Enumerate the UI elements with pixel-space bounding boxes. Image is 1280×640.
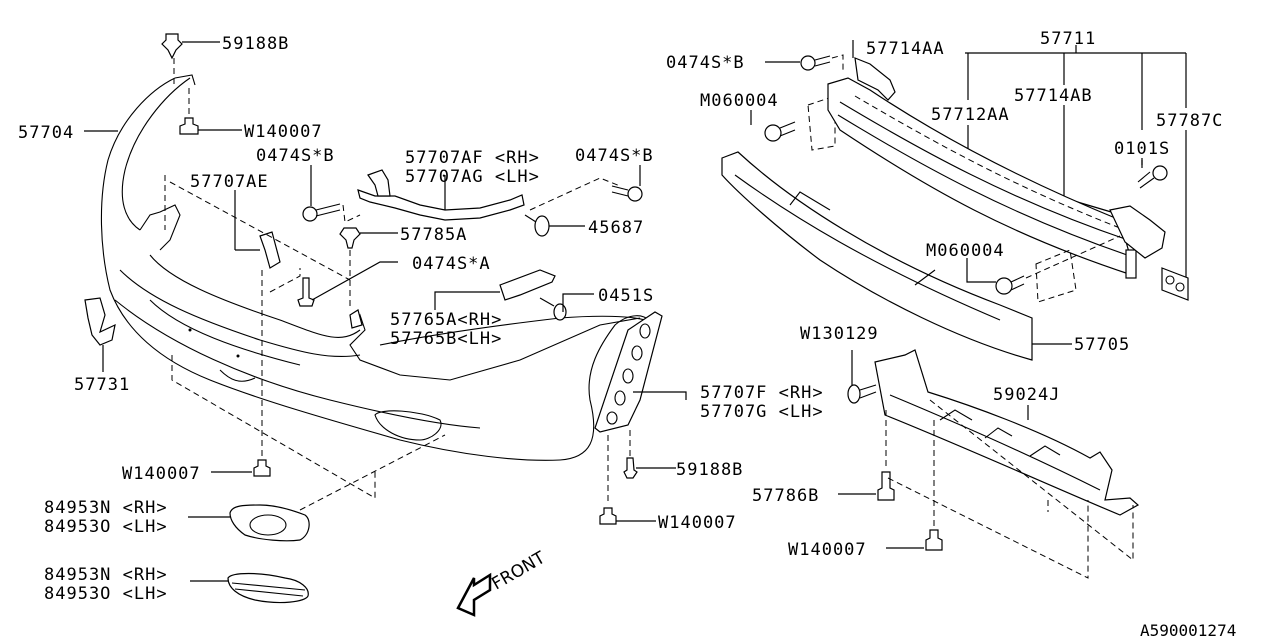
- label-59024J: 59024J: [993, 385, 1060, 405]
- label-M060004: M060004: [700, 91, 779, 111]
- label-W130129: W130129: [800, 324, 879, 344]
- air-deflector-59024J: [874, 349, 1140, 516]
- fog-grille-84953-2: [227, 572, 309, 604]
- label-0474SB: 0474S*B: [666, 53, 745, 73]
- label-W140007: W140007: [122, 464, 201, 484]
- bolt-W140007-right: [925, 529, 943, 551]
- bracket-57707F-G: [594, 311, 663, 433]
- bolt-W140007-mid: [599, 507, 617, 525]
- label-M060004: M060004: [926, 241, 1005, 261]
- bolt-0474SA: [297, 277, 315, 307]
- bolt-M060004-mid: [995, 275, 1025, 295]
- label-59188B: 59188B: [222, 34, 289, 54]
- bolt-M060004-top: [764, 121, 796, 142]
- label-57785A: 57785A: [400, 225, 467, 245]
- bolt-0474SB-mid: [611, 185, 643, 202]
- bolt-0474SB-left: [302, 203, 341, 222]
- label-57707AE: 57707AE: [190, 172, 269, 192]
- screw-0451S: [539, 297, 567, 321]
- label-W140007: W140007: [658, 513, 737, 533]
- clip-45687: [524, 214, 550, 237]
- label-W140007: W140007: [788, 540, 867, 560]
- label-57714AA: 57714AA: [866, 39, 945, 59]
- label-57786B: 57786B: [752, 486, 819, 506]
- label-84953O: 84953O <LH>: [44, 584, 168, 604]
- clip-57785A: [339, 227, 361, 249]
- clip-59188B-top: [161, 33, 183, 60]
- label-0101S: 0101S: [1114, 139, 1170, 159]
- bracket-57707AE: [259, 231, 281, 269]
- bumper-cover-57704: [84, 74, 649, 461]
- fog-bezel-84953-1: [229, 504, 310, 542]
- front-direction-label: FRONT: [489, 548, 550, 595]
- bracket-57714AB: [1109, 205, 1166, 259]
- label-57707AG: 57707AG <LH>: [405, 167, 540, 187]
- label-57711: 57711: [1040, 29, 1096, 49]
- label-57765A: 57765A<RH>: [390, 310, 502, 330]
- label-59188B: 59188B: [676, 460, 743, 480]
- label-57714AB: 57714AB: [1014, 86, 1093, 106]
- diagram-reference-code: A590001274: [1140, 621, 1236, 640]
- label-84953O: 84953O <LH>: [44, 517, 168, 537]
- bolt-0474SB-right: [800, 55, 831, 71]
- reinforcement-beam-57712AA: [827, 77, 1137, 279]
- front-direction-arrow-icon: [456, 572, 492, 617]
- label-0474SA: 0474S*A: [412, 254, 491, 274]
- bolt-0101S: [1137, 165, 1168, 189]
- label-84953N: 84953N <RH>: [44, 565, 168, 585]
- bolt-W130129: [847, 384, 877, 404]
- label-0451S: 0451S: [598, 286, 654, 306]
- bracket-57707AF-AG: [357, 169, 525, 221]
- bracket-57714AA: [854, 57, 896, 101]
- bolt-W140007-left: [253, 459, 271, 477]
- label-0474SB: 0474S*B: [256, 146, 335, 166]
- label-57707G: 57707G <LH>: [700, 402, 824, 422]
- bolt-W140007-top: [179, 117, 199, 135]
- label-84953N: 84953N <RH>: [44, 498, 168, 518]
- label-57707F: 57707F <RH>: [700, 383, 824, 403]
- label-W140007: W140007: [244, 122, 323, 142]
- label-57787C: 57787C: [1156, 111, 1223, 131]
- label-57705: 57705: [1074, 335, 1130, 355]
- label-57731: 57731: [74, 375, 130, 395]
- energy-absorber-57705: [721, 151, 1033, 361]
- label-57707AF: 57707AF <RH>: [405, 148, 540, 168]
- bolt-57786B: [877, 471, 895, 501]
- label-45687: 45687: [588, 218, 644, 238]
- label-57765B: 57765B<LH>: [390, 329, 502, 349]
- label-57712AA: 57712AA: [931, 105, 1010, 125]
- clip-59188B-mid: [623, 457, 638, 479]
- bracket-57731: [84, 297, 116, 346]
- bracket-57765A-B: [499, 269, 556, 301]
- label-0474SB: 0474S*B: [575, 146, 654, 166]
- plate-57787C: [1161, 267, 1189, 301]
- label-57704: 57704: [18, 123, 74, 143]
